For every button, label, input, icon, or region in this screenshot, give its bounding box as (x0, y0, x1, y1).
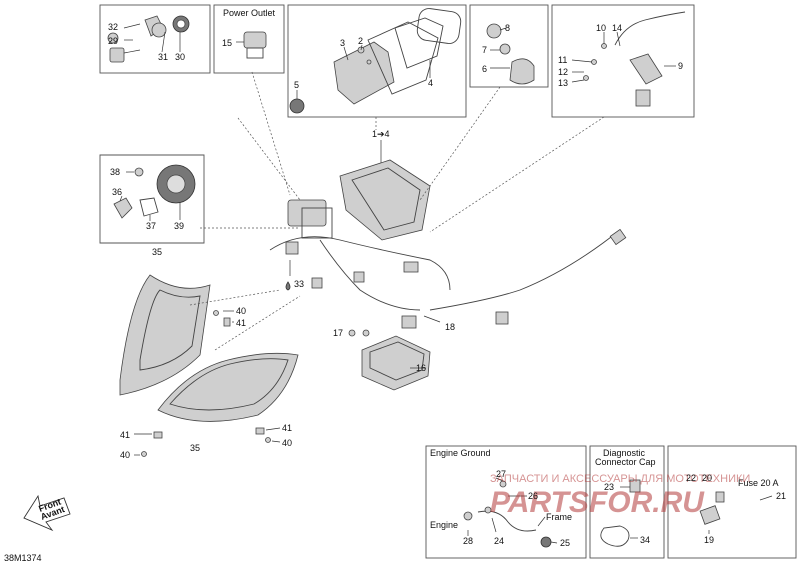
box-power-outlet: Power Outlet (213, 4, 285, 74)
callout-41-left: 41 (120, 430, 130, 440)
callout-40-left: 40 (120, 450, 130, 460)
callout-8: 8 (505, 23, 510, 33)
callout-37: 37 (146, 221, 156, 231)
callout-19: 19 (704, 535, 714, 545)
callout-31: 31 (158, 52, 168, 62)
box-engine-ground: Engine Ground (425, 445, 587, 559)
box-diagnostic-cap: Diagnostic Connector Cap (589, 445, 665, 559)
engine-label: Engine (430, 520, 458, 530)
callout-28: 28 (463, 536, 473, 546)
callout-34: 34 (640, 535, 650, 545)
callout-2: 2 (358, 36, 363, 46)
frame-label: Frame (546, 512, 572, 522)
callout-5: 5 (294, 80, 299, 90)
callout-7: 7 (482, 45, 487, 55)
voltage-regulator (348, 315, 431, 391)
watermark-logo: PARTSFOR.RU (490, 486, 705, 519)
callout-20: 20 (702, 473, 712, 483)
callout-36: 36 (112, 187, 122, 197)
callout-41-top: 41 (236, 318, 246, 328)
dashed-leader-lines (189, 71, 605, 351)
callout-16: 16 (416, 363, 426, 373)
callout-4: 4 (428, 78, 433, 88)
callout-23: 23 (604, 482, 614, 492)
callout-18: 18 (445, 322, 455, 332)
callout-30: 30 (175, 52, 185, 62)
headlight-assembly (119, 274, 299, 457)
callout-9: 9 (678, 61, 683, 71)
engine-ground-title: Engine Ground (430, 448, 491, 458)
callout-29: 29 (108, 36, 118, 46)
fuse-title: Fuse 20 A (738, 478, 779, 488)
callout-35-bottom: 35 (190, 443, 200, 453)
callout-26: 26 (528, 491, 538, 501)
callout-40-top: 40 (236, 306, 246, 316)
box-fuel-gauge-parts (469, 4, 549, 88)
callout-3: 3 (340, 38, 345, 48)
callout-11: 11 (558, 55, 567, 65)
power-outlet-title: Power Outlet (223, 8, 276, 18)
diagnostic-title-1: Diagnostic (603, 448, 646, 458)
diagnostic-title-2: Connector Cap (595, 457, 656, 467)
callout-32: 32 (108, 22, 118, 32)
watermark-text: ЗАПЧАСТИ И АКСЕССУАРЫ ДЛЯ МОТОТЕХНИКИ (490, 473, 750, 485)
callout-22: 22 (686, 473, 696, 483)
main-assembly (269, 140, 627, 325)
callout-17: 17 (333, 328, 343, 338)
callout-40-right: 40 (282, 438, 292, 448)
callout-1-to-4: 1➔4 (372, 129, 390, 139)
callout-41-right: 41 (282, 423, 292, 433)
callout-13: 13 (558, 78, 568, 88)
drawing-code: 38M1374 (4, 553, 42, 563)
box-fuse: Fuse 20 A (667, 445, 797, 559)
callout-10: 10 (596, 23, 606, 33)
callout-35-top: 35 (152, 247, 162, 257)
callout-33: 33 (294, 279, 304, 289)
callout-21: 21 (776, 491, 786, 501)
callout-25: 25 (560, 538, 570, 548)
box-sensor-parts (551, 4, 695, 118)
box-headlight-bulb (99, 154, 205, 244)
callout-14: 14 (612, 23, 622, 33)
watermark: ЗАПЧАСТИ И АКСЕССУАРЫ ДЛЯ МОТОТЕХНИКИ PA… (490, 473, 750, 519)
callout-24: 24 (494, 536, 504, 546)
callout-6: 6 (482, 64, 487, 74)
callout-39: 39 (174, 221, 184, 231)
callouts: 32 29 28 31 30 15 3 2 4 5 8 7 6 10 14 11… (4, 22, 786, 563)
box-instrument-cluster (287, 4, 467, 118)
callout-12: 12 (558, 67, 568, 77)
callout-15: 15 (222, 38, 232, 48)
callout-38: 38 (110, 167, 120, 177)
box-bulb-socket (99, 4, 211, 74)
callout-27: 27 (496, 469, 506, 479)
front-arrow: Front Avant (23, 494, 71, 532)
